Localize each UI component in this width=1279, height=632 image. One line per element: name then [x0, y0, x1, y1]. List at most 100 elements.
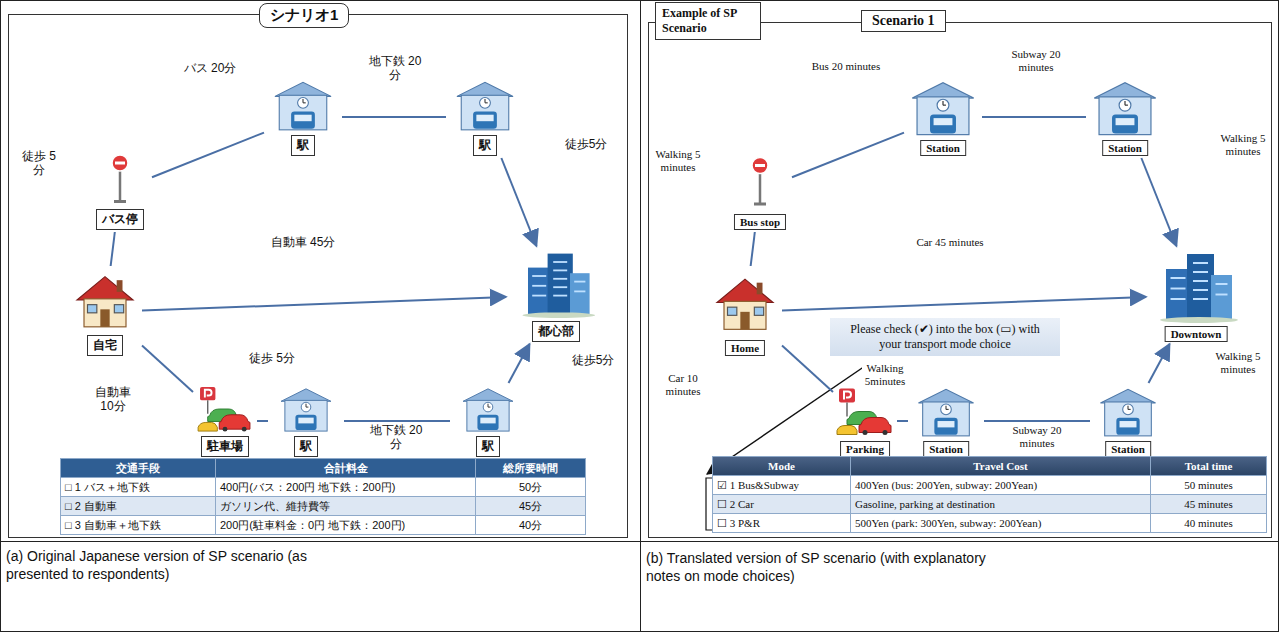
panel-title: シナリオ1: [259, 3, 349, 28]
station-icon: [1088, 78, 1162, 137]
figure-caption: (a) Original Japanese version of SP scen…: [6, 547, 336, 583]
table-cell: 40分: [475, 515, 586, 535]
table-cell: 200円(駐車料金：0円 地下鉄：200円): [215, 515, 476, 535]
place-node: Station: [1092, 385, 1164, 457]
place-label: Station: [920, 140, 966, 156]
cell-text: □ 3 自動車＋地下鉄: [65, 518, 161, 533]
cell-text: 40 minutes: [1184, 517, 1233, 529]
table-cell: Travel Cost: [850, 456, 1151, 476]
place-node: Station: [1088, 78, 1162, 156]
route-connector: [344, 420, 450, 422]
place-label: Bus stop: [734, 214, 786, 230]
cell-text: 200円(駐車料金：0円 地下鉄：200円): [220, 518, 405, 533]
table-cell: 500Yen (park: 300Yen, subway: 200Yean): [850, 513, 1151, 533]
route-connector: [782, 346, 833, 392]
place-node: 駅: [452, 385, 524, 457]
place-label: 駅: [294, 436, 318, 457]
cell-text: Travel Cost: [973, 460, 1027, 472]
cell-text: 400Yen (bus: 200Yen, subway: 200Yean): [855, 479, 1037, 491]
route-connector: [1149, 344, 1170, 383]
cell-text: 500Yen (park: 300Yen, subway: 200Yean): [855, 517, 1041, 529]
row-divider: [0, 541, 1279, 542]
place-node: 都心部: [508, 248, 604, 342]
table-cell: 40 minutes: [1150, 513, 1267, 533]
parking-icon: [195, 385, 255, 433]
place-node: Home: [710, 268, 780, 356]
place-label: 駅: [473, 135, 497, 156]
cell-text: 40分: [519, 518, 542, 533]
cell-text: 400円(バス：200円 地下鉄：200円): [220, 480, 395, 495]
cell-text: □ 1 バス＋地下鉄: [65, 480, 150, 495]
station-icon: [910, 385, 982, 438]
place-node: Downtown: [1148, 248, 1244, 342]
callout-text: Please check (✔) into the box (▭) with y…: [850, 322, 1040, 351]
route-connector: [142, 346, 193, 392]
table-cell: Gasoline, parking at destination: [850, 494, 1151, 514]
route-connector: [984, 420, 1090, 422]
place-label: バス停: [96, 209, 144, 230]
route-label: Walking 5 minutes: [652, 148, 704, 173]
route-connector: [1141, 158, 1176, 246]
cell-text: Total time: [1185, 460, 1233, 472]
column-divider: [640, 0, 641, 632]
cell-text: Gasoline, parking at destination: [855, 498, 995, 510]
table-cell: □ 3 自動車＋地下鉄: [60, 515, 216, 535]
route-connector: [342, 116, 446, 118]
building-icon: [1148, 248, 1244, 323]
busstop-icon: [90, 150, 150, 206]
table-cell: 50分: [475, 477, 586, 497]
table-cell: ガソリン代、維持費等: [215, 496, 476, 516]
figure-caption: (b) Translated version of SP scenario (w…: [646, 549, 991, 585]
table-cell: Total time: [1150, 456, 1267, 476]
station-icon: [266, 78, 340, 132]
table-cell: 50 minutes: [1150, 475, 1267, 495]
table-cell: 400円(バス：200円 地下鉄：200円): [215, 477, 476, 497]
route-label: 地下鉄 20分: [366, 424, 426, 452]
route-label: 地下鉄 20分: [365, 55, 425, 83]
route-connector: [982, 116, 1086, 118]
place-node: Station: [910, 385, 982, 457]
place-node: Bus stop: [730, 150, 790, 230]
route-label: 徒歩5分: [565, 354, 621, 368]
route-label: 徒歩 5分: [248, 352, 296, 366]
place-label: 駅: [291, 135, 315, 156]
place-label: Parking: [840, 441, 890, 457]
route-label: 徒歩 5分: [20, 150, 58, 178]
place-node: 駅: [270, 385, 342, 457]
cell-text: ☐ 3 P&R: [717, 517, 760, 530]
table-cell: 45分: [475, 496, 586, 516]
building-icon: [508, 248, 604, 318]
route-label: 自動車 45分: [255, 236, 351, 250]
place-node: バス停: [90, 150, 150, 230]
cell-text: ガソリン代、維持費等: [220, 499, 330, 514]
instruction-callout: Please check (✔) into the box (▭) with y…: [830, 318, 1060, 356]
table-cell: 総所要時間: [475, 458, 586, 478]
table-cell: ☑ 1 Bus&Subway: [712, 475, 851, 495]
house-icon: [70, 268, 140, 332]
place-label: Downtown: [1165, 326, 1228, 342]
route-connector: [751, 232, 755, 266]
route-connector: [897, 420, 908, 422]
place-node: 駐車場: [195, 385, 255, 457]
route-connector: [509, 344, 530, 383]
table-cell: □ 2 自動車: [60, 496, 216, 516]
panel-title: Scenario 1: [861, 10, 946, 32]
house-icon: [710, 268, 780, 337]
cell-text: 45 minutes: [1184, 498, 1233, 510]
route-connector: [501, 158, 536, 246]
route-connector: [792, 133, 904, 178]
cell-text: Mode: [768, 460, 795, 472]
place-label: Station: [923, 441, 969, 457]
parking-icon: [835, 385, 895, 438]
cell-text: 50分: [519, 480, 542, 495]
route-connector: [152, 133, 264, 178]
table-cell: 合計料金: [215, 458, 476, 478]
route-label: 徒歩5分: [558, 138, 614, 152]
route-connector: [111, 232, 115, 266]
panel-title: Example of SP Scenario: [655, 2, 761, 40]
place-label: Station: [1102, 140, 1148, 156]
cell-text: 50 minutes: [1184, 479, 1233, 491]
busstop-icon: [730, 150, 790, 211]
cell-text: □ 2 自動車: [65, 499, 117, 514]
